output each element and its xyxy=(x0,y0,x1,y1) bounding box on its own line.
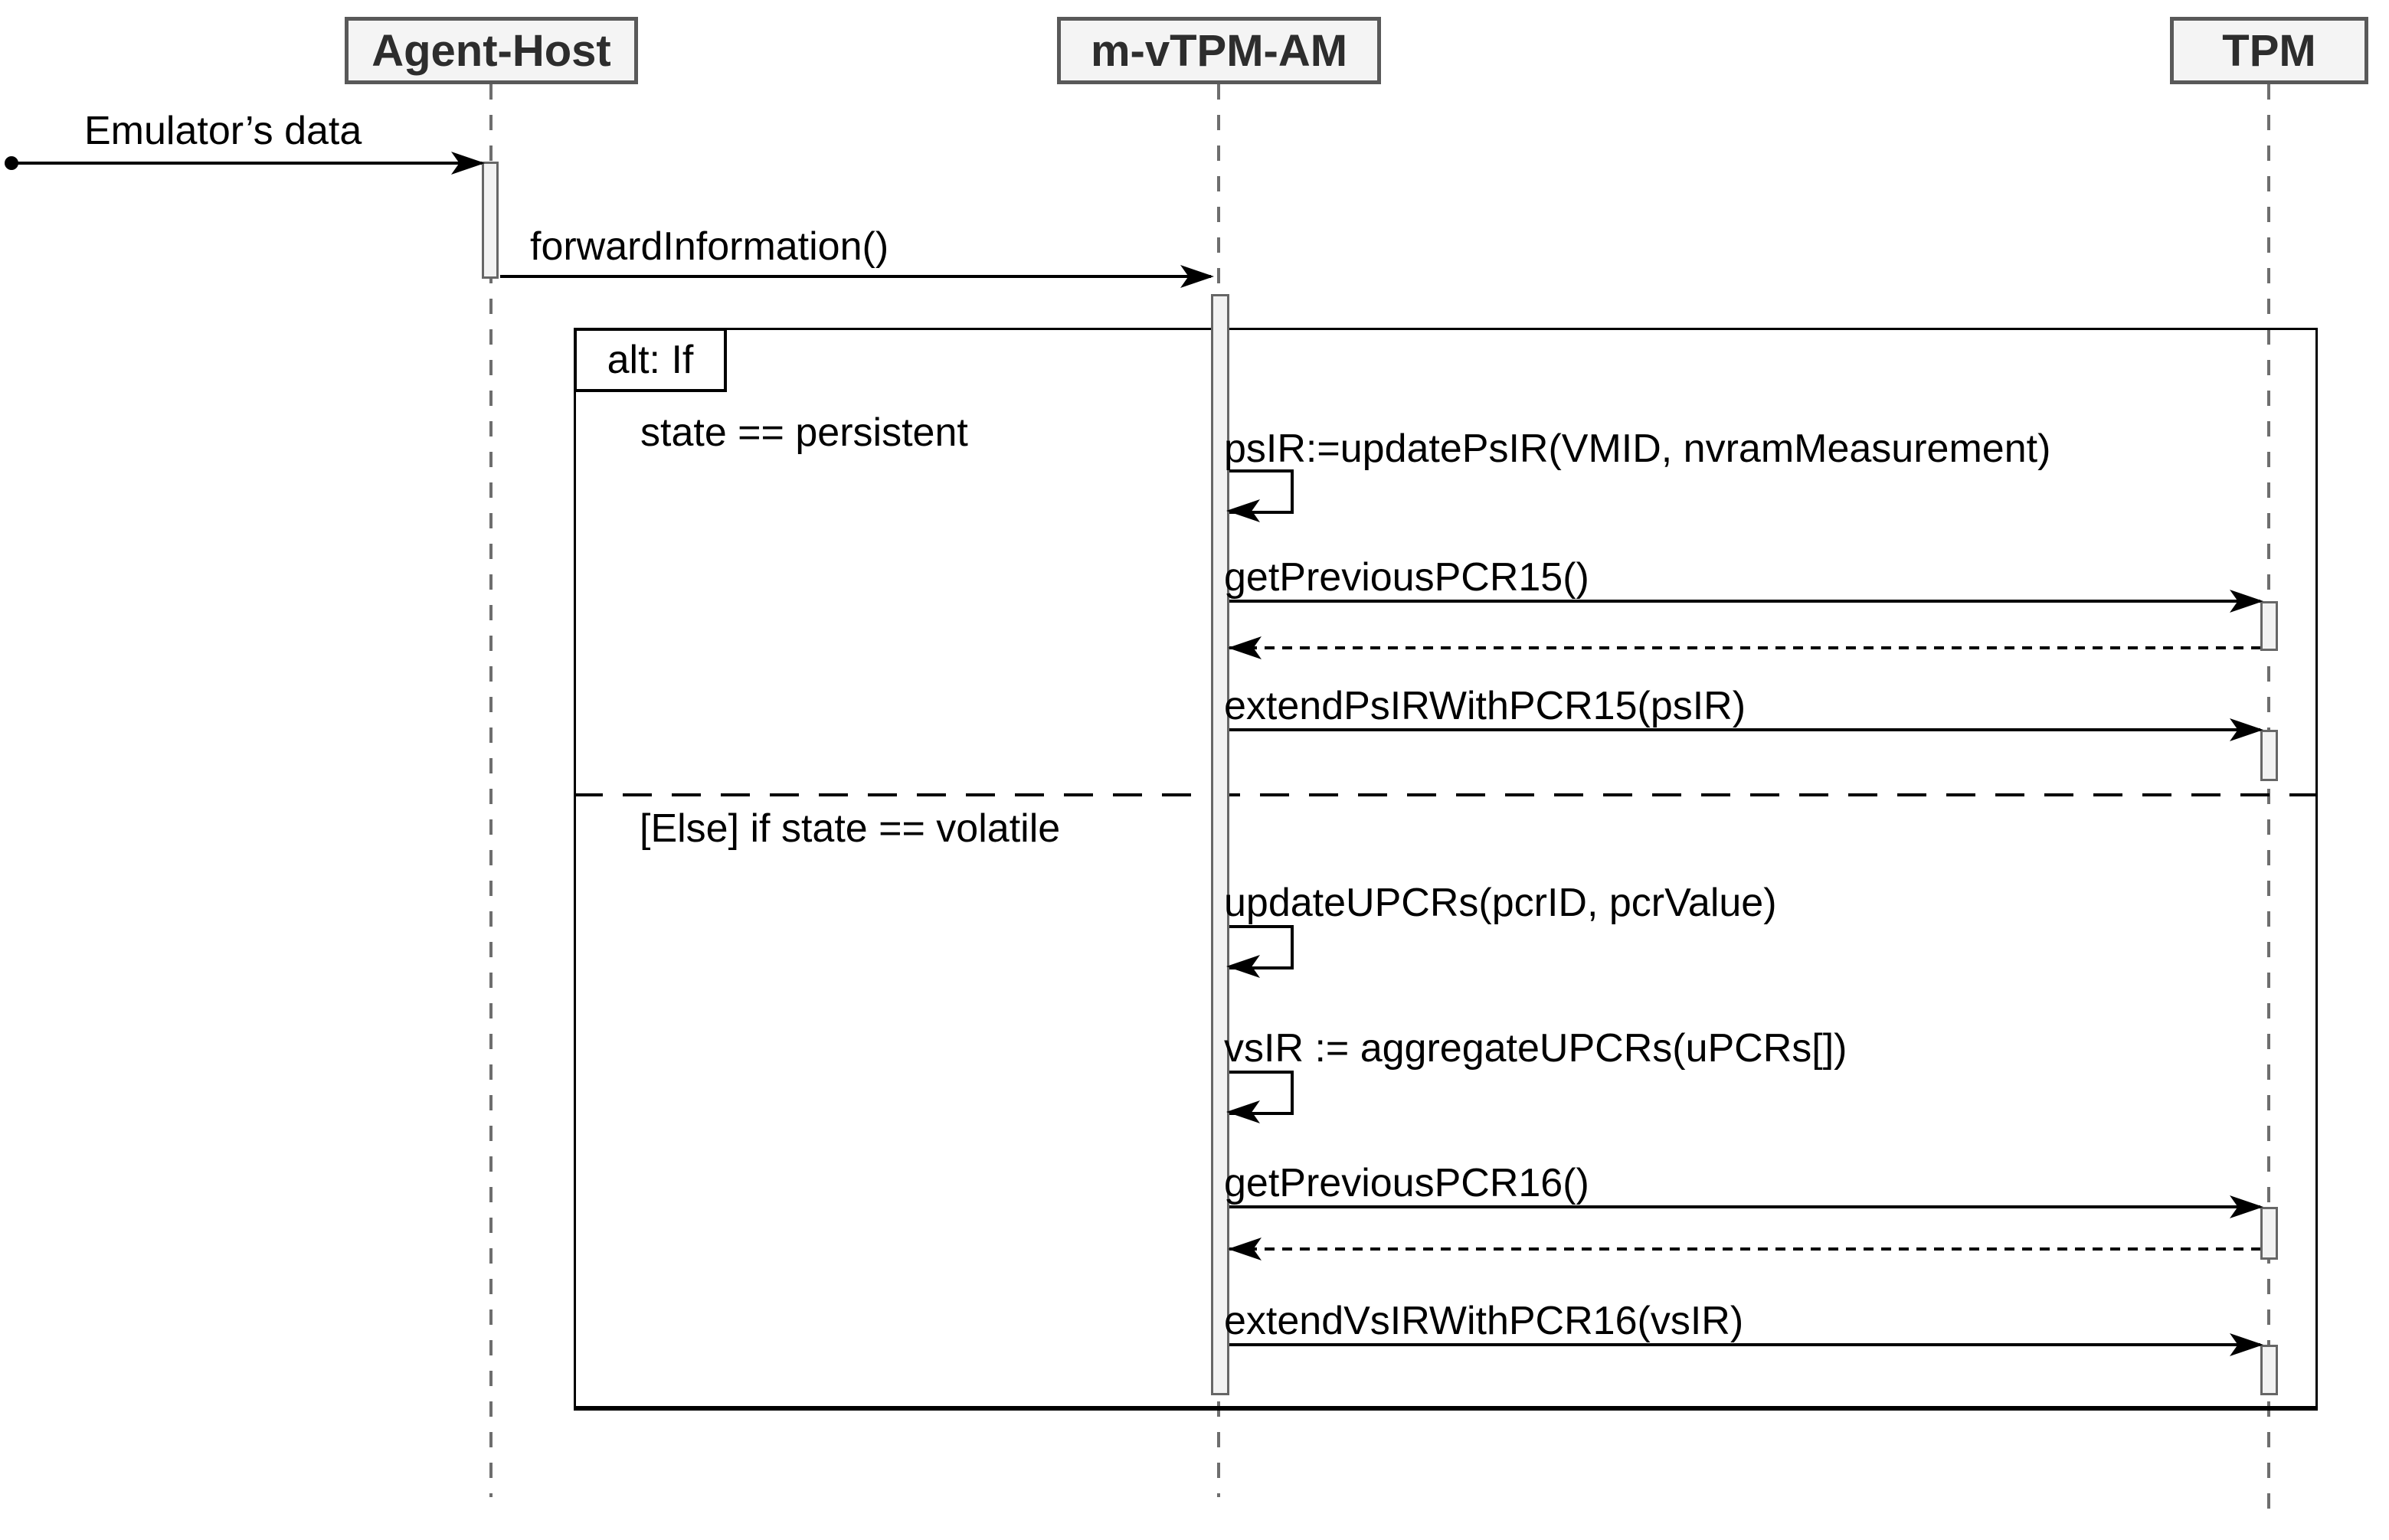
arrowhead-right-icon xyxy=(451,152,485,175)
alt-divider xyxy=(574,793,2318,796)
alt-guard-volatile: [Else] if state == volatile xyxy=(640,806,1061,851)
message-extend-vsir-line xyxy=(1229,1333,2263,1356)
message-get-previous-pcr16-label: getPreviousPCR16() xyxy=(1224,1161,1589,1205)
participant-m-vtpm-am: m-vTPM-AM xyxy=(1057,17,1381,84)
message-get-previous-pcr15-line xyxy=(1229,590,2263,613)
message-extend-vsir-label: extendVsIRWithPCR16(vsIR) xyxy=(1224,1299,1744,1343)
message-forward-information-label: forwardInformation() xyxy=(530,224,889,269)
message-emulator-data-label: Emulator’s data xyxy=(84,109,362,153)
message-emulator-data-line xyxy=(11,152,485,175)
message-extend-psir-label: extendPsIRWithPCR15(psIR) xyxy=(1224,684,1746,728)
message-return-pcr15-line xyxy=(1228,636,2260,659)
message-get-previous-pcr15-label: getPreviousPCR15() xyxy=(1224,555,1589,600)
lifeline-tpm xyxy=(2267,84,2270,1524)
activation-m-vtpm-am xyxy=(1211,294,1229,1395)
message-get-previous-pcr16-line xyxy=(1229,1195,2263,1218)
participant-tpm: TPM xyxy=(2170,17,2368,84)
participant-tpm-label: TPM xyxy=(2222,25,2316,76)
message-update-upcrs-loop xyxy=(1226,925,1294,978)
message-update-upcrs-label: updateUPCRs(pcrID, pcrValue) xyxy=(1224,881,1777,925)
arrowhead-right-icon xyxy=(1180,265,1214,288)
alt-frame xyxy=(574,328,2318,1411)
message-aggregate-upcrs-label: vsIR := aggregateUPCRs(uPCRs[]) xyxy=(1224,1026,1847,1071)
activation-tpm-2 xyxy=(2260,730,2278,781)
lifeline-agent-host xyxy=(489,84,493,1497)
message-aggregate-upcrs-loop xyxy=(1226,1071,1294,1123)
activation-tpm-4 xyxy=(2260,1345,2278,1395)
message-update-psir-label: psIR:=updatePsIR(VMID, nvramMeasurement) xyxy=(1224,427,2051,471)
alt-frame-operator-label: alt: If xyxy=(607,338,694,382)
message-forward-information-line xyxy=(500,265,1214,288)
alt-frame-operator: alt: If xyxy=(574,328,727,392)
alt-guard-persistent: state == persistent xyxy=(640,410,968,455)
participant-agent-host-label: Agent-Host xyxy=(371,25,611,76)
activation-tpm-3 xyxy=(2260,1207,2278,1260)
message-extend-psir-line xyxy=(1229,718,2263,741)
message-return-pcr16-line xyxy=(1228,1238,2260,1260)
participant-agent-host: Agent-Host xyxy=(345,17,638,84)
message-update-psir-loop xyxy=(1226,469,1294,522)
activation-tpm-1 xyxy=(2260,601,2278,651)
activation-agent-host xyxy=(482,162,499,279)
participant-m-vtpm-am-label: m-vTPM-AM xyxy=(1090,25,1348,76)
